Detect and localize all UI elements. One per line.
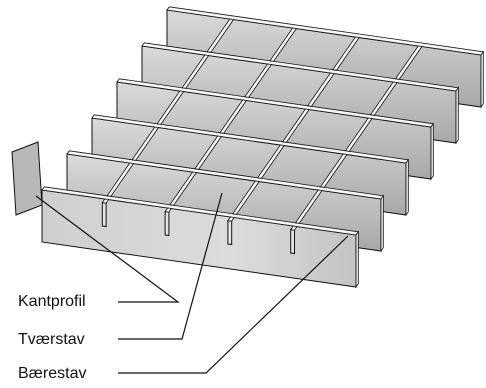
leader-bearing-bar [118, 235, 349, 374]
cross-bar-segment [231, 180, 260, 215]
leader-lines [35, 192, 349, 374]
cross-bar-segment [294, 189, 323, 224]
cross-bar-tab-top [227, 216, 235, 222]
cross-bar-segment [194, 135, 223, 170]
label-cross-bar: Tværstav [18, 331, 85, 348]
bearing-bar-end [455, 86, 459, 145]
bearing-bar-end [430, 122, 434, 181]
cross-bar-segment [394, 45, 423, 80]
bearing-bar-end [355, 230, 359, 289]
cross-bar-tab [101, 202, 107, 228]
cross-bar-segment [281, 108, 310, 143]
cross-bar-segment [244, 63, 273, 98]
cross-bar-segment [369, 81, 398, 116]
cross-bar-segment [106, 162, 135, 197]
cross-bar-segment [206, 18, 235, 53]
cross-bar-segment [156, 90, 185, 125]
label-bearing-bar: Bærestav [18, 365, 87, 382]
cross-bar-tab [227, 220, 233, 246]
cross-bar-tabs [101, 198, 298, 255]
cross-bar-segment [219, 99, 248, 134]
bearing-bar-end [480, 50, 484, 109]
cross-bar-segment [269, 27, 298, 62]
bearing-bar-end [380, 194, 384, 253]
cross-bar-tab [290, 229, 295, 255]
edge-profile [11, 141, 43, 216]
cross-bar-tab-top [164, 207, 173, 213]
cross-bar-segment [331, 36, 360, 71]
cross-bar-tab-top [289, 225, 298, 231]
leader-edge-profile [35, 195, 180, 303]
cross-bar-segment [181, 54, 210, 89]
cross-bar-segment [306, 72, 335, 107]
bearing-bar-end [405, 158, 409, 217]
leader-cross-bar [118, 192, 223, 340]
label-edge-profile: Kantprofil [18, 293, 86, 310]
cross-bar-segment [319, 153, 348, 188]
cross-bar-segment [169, 171, 198, 206]
bearing-bars [41, 6, 485, 289]
cross-bar-segment [344, 117, 373, 152]
cross-bar-tab-top [101, 198, 110, 204]
cross-bar-segment [256, 144, 285, 179]
cross-bar-tab [164, 211, 170, 237]
cross-bar-segment [131, 126, 160, 161]
